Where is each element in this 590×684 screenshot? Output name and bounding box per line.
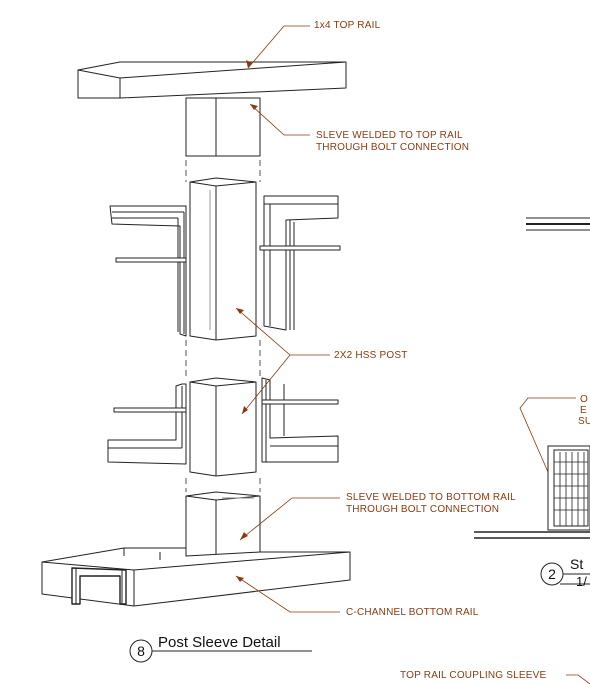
side-detail-scale: 1/ [576,574,587,589]
label-sleeve-bottom-line1: SLEVE WELDED TO BOTTOM RAIL [346,492,516,503]
leader-sleeve-top [249,103,310,136]
side-note-line3: SU [578,416,590,427]
side-detail-title: St [570,556,584,572]
lower-left-bracket [107,383,187,465]
detail-number-8: 8 [137,643,145,659]
lower-right-bracket [261,377,339,463]
label-coupling-sleeve: TOP RAIL COUPLING SLEEVE [400,670,547,681]
leader-sleeve-bottom [239,497,340,541]
label-sleeve-top-line1: SLEVE WELDED TO TOP RAIL [316,130,463,141]
top-sleeve [185,97,261,157]
leader-side-detail [519,397,576,473]
side-detail-linework [474,217,590,585]
upper-left-bracket [109,205,187,337]
label-sleeve-bottom-line2: THROUGH BOLT CONNECTION [346,504,500,515]
bottom-sleeve [185,491,261,561]
upper-right-bracket [259,195,341,331]
label-hss-post: 2X2 HSS POST [334,350,408,361]
detail-number-2: 2 [548,566,556,582]
side-note-line1: O [580,394,588,405]
detail-callout-2 [540,562,590,586]
label-top-rail: 1x4 TOP RAIL [314,20,381,31]
leader-hss-post-2 [241,354,291,415]
lower-post-segment [189,377,257,477]
detail-title: Post Sleeve Detail [158,634,281,651]
top-rail [77,61,347,99]
c-channel-bottom-rail [41,547,351,607]
leader-c-channel [235,575,340,613]
leader-coupling [566,674,590,684]
detail-callout-8 [129,639,312,663]
label-c-channel: C-CHANNEL BOTTOM RAIL [346,607,479,618]
label-sleeve-top-line2: THROUGH BOLT CONNECTION [316,142,470,153]
hss-post [189,177,257,341]
leader-top-rail [247,25,310,69]
side-note-line2: E [580,405,587,416]
